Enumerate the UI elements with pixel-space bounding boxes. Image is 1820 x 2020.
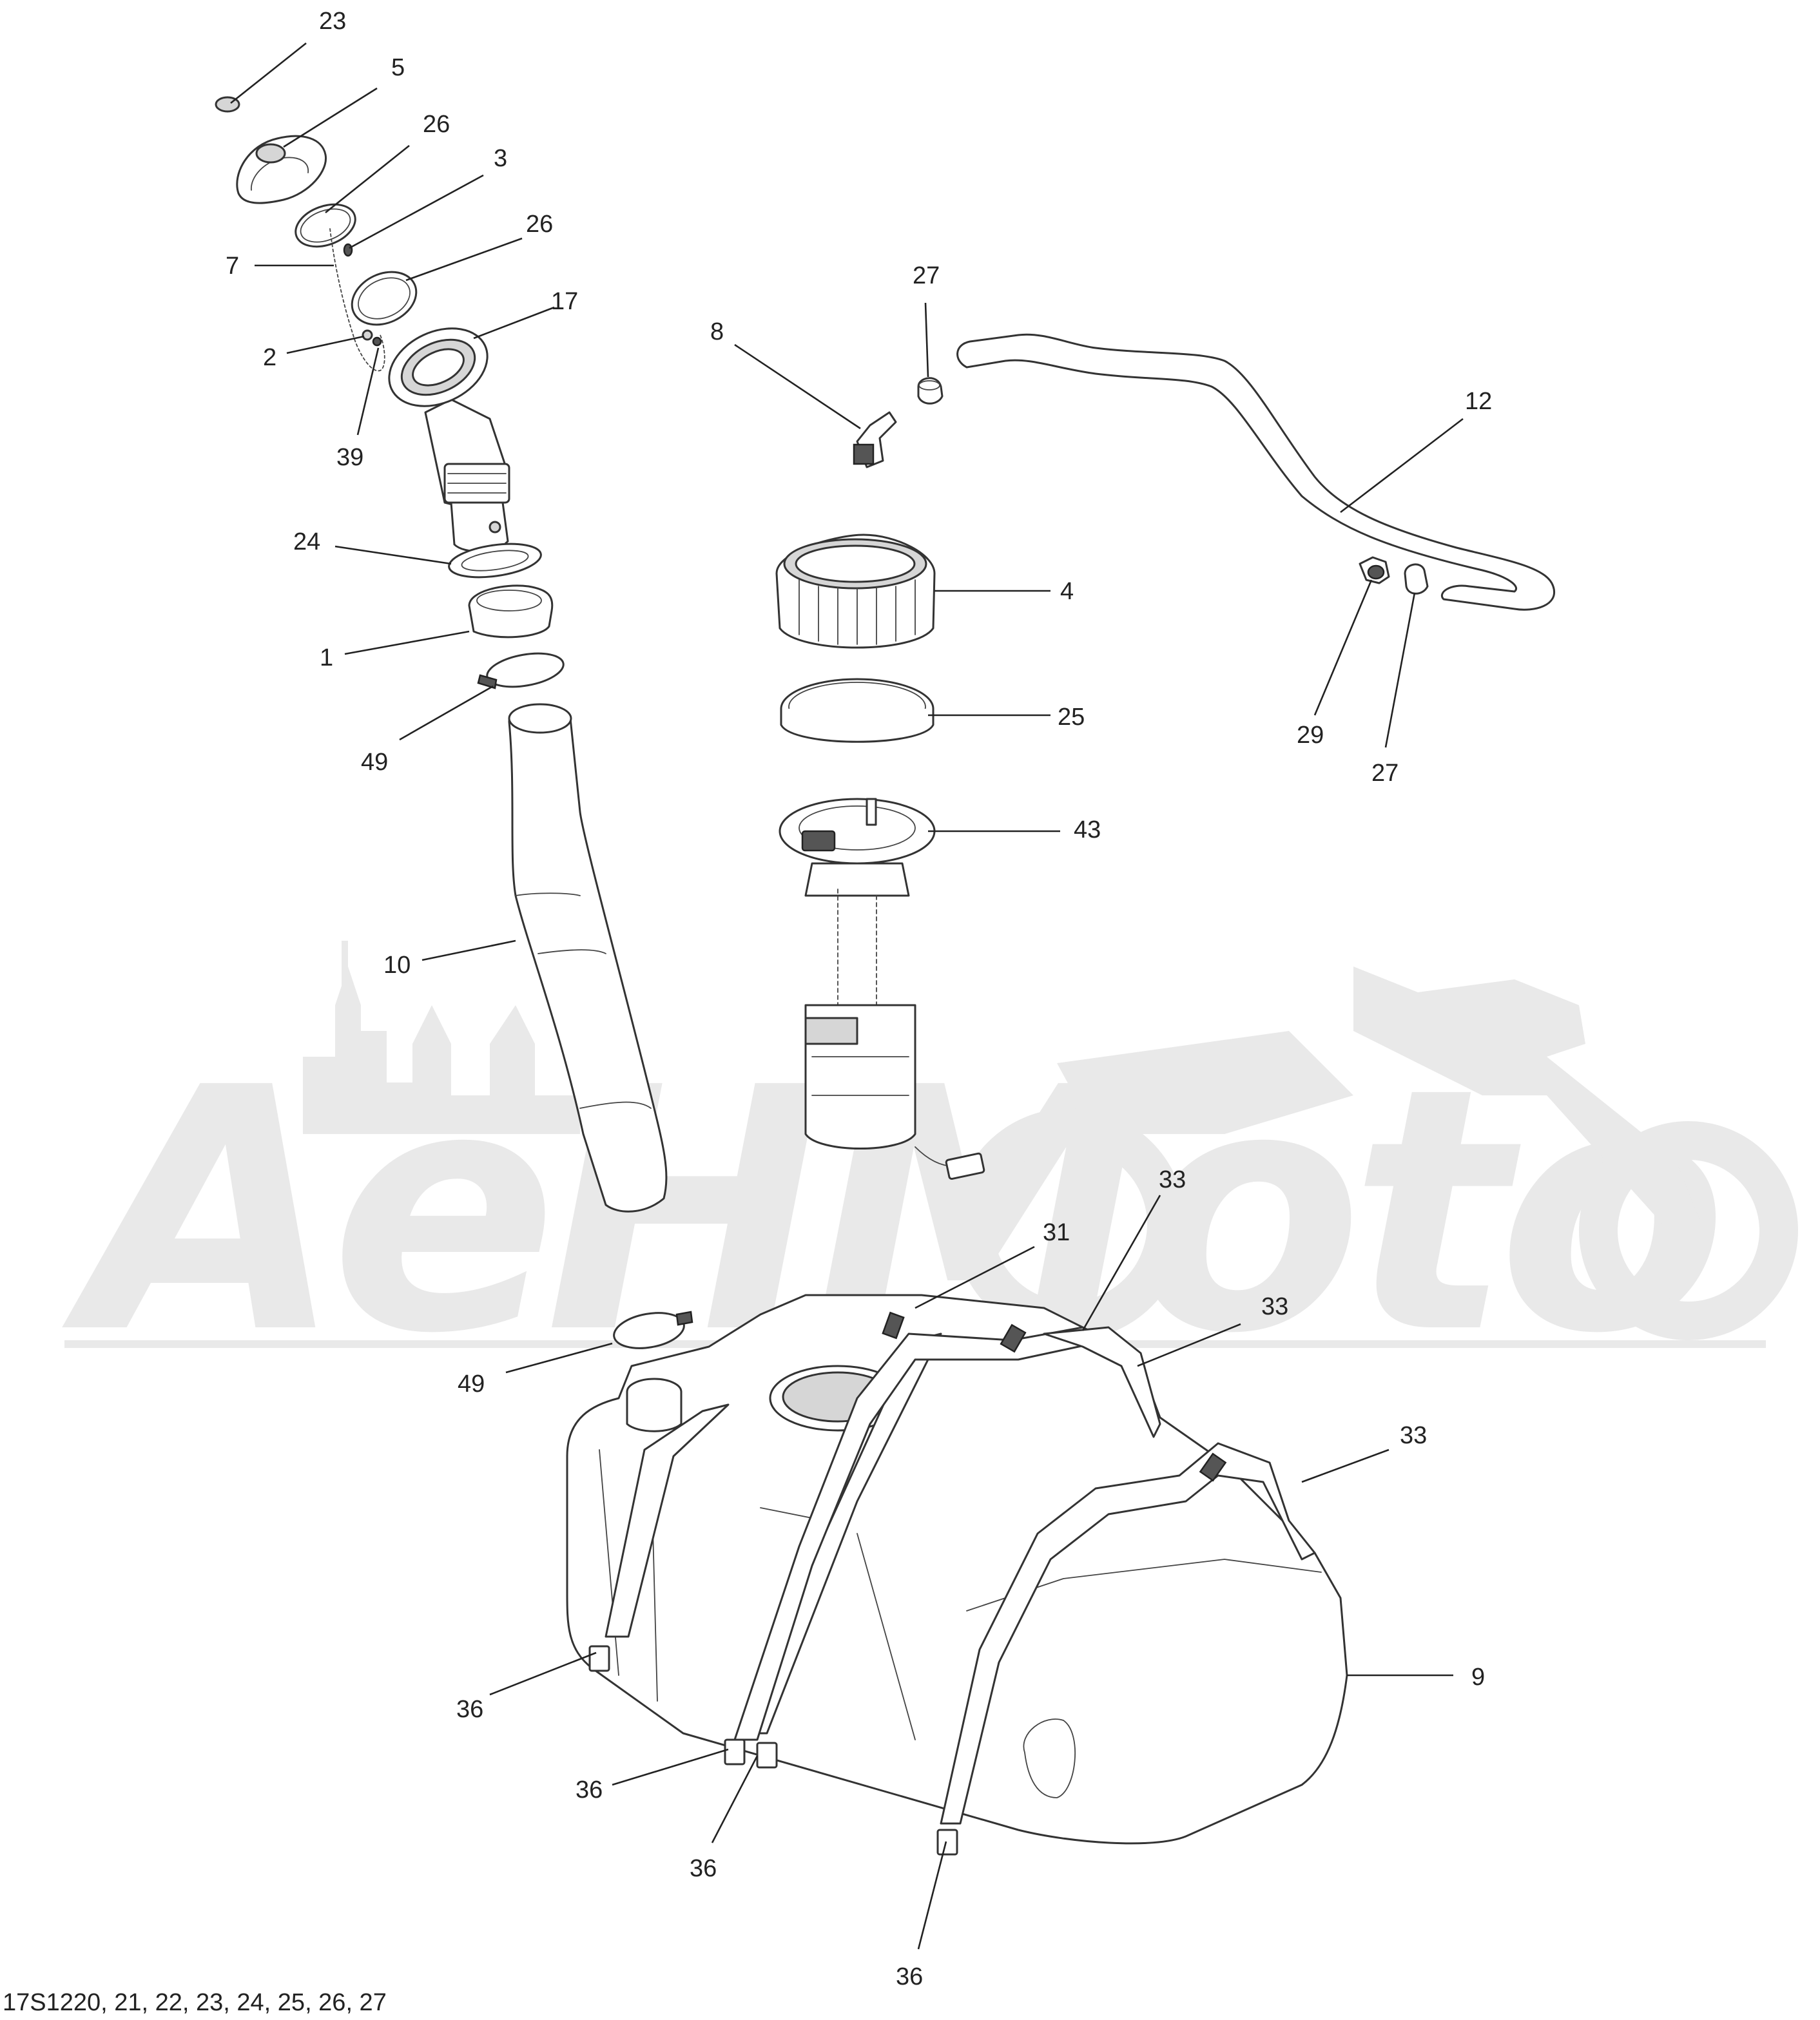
leader-27b — [1384, 592, 1416, 748]
leader-49a — [399, 685, 494, 741]
part-10-filler-hose — [508, 703, 668, 1213]
part-26-o-ring-upper — [295, 203, 356, 248]
leader-33c — [1301, 1448, 1389, 1483]
callout-9: 9 — [1471, 1664, 1485, 1691]
callout-33a: 33 — [1159, 1166, 1186, 1193]
part-5-filler-cap — [236, 135, 327, 204]
callout-43: 43 — [1074, 816, 1101, 843]
callout-36b: 36 — [576, 1776, 603, 1804]
part-27-clamp-upper — [917, 377, 944, 405]
watermark-castle-icon — [303, 967, 580, 1134]
callout-10: 10 — [383, 952, 411, 979]
diagram-reference-code: 17S1220, 21, 22, 23, 24, 25, 26, 27 — [3, 1989, 387, 2016]
callout-33c: 33 — [1400, 1422, 1427, 1449]
leader-23 — [230, 42, 307, 104]
leader-27a — [924, 302, 929, 378]
part-12-vent-hose — [956, 333, 1556, 611]
callout-27a: 27 — [913, 262, 940, 289]
leader-17 — [473, 306, 555, 340]
part-39-bolt — [372, 336, 382, 347]
callout-39: 39 — [336, 444, 363, 471]
callout-1: 1 — [320, 644, 333, 671]
leader-1 — [344, 630, 470, 655]
callout-12: 12 — [1465, 388, 1492, 415]
callout-36d: 36 — [896, 1963, 923, 1990]
watermark-spire — [342, 941, 348, 999]
part-9-fuel-tank — [566, 1294, 1348, 1856]
leader-36a — [489, 1651, 597, 1696]
leader-12 — [1340, 418, 1464, 514]
leader-8 — [734, 343, 861, 430]
part-26-o-ring-lower — [351, 271, 418, 326]
part-49-hose-clamp-upper — [477, 652, 565, 689]
callout-29: 29 — [1297, 722, 1324, 749]
part-25-pump-seal — [780, 678, 934, 743]
part-27-clamp-lower — [1404, 563, 1429, 595]
leader-36d — [917, 1841, 947, 1950]
leader-29 — [1313, 579, 1373, 716]
part-17-filler-neck — [388, 327, 510, 553]
part-49-hose-clamp-lower — [613, 1311, 693, 1349]
callout-17: 17 — [551, 288, 578, 315]
leader-24 — [334, 545, 452, 565]
callout-24: 24 — [293, 528, 320, 555]
callout-26a: 26 — [423, 111, 450, 138]
leader-26a — [325, 144, 410, 214]
leader-5 — [283, 87, 378, 148]
part-24-gasket — [448, 543, 542, 579]
leader-33b — [1137, 1323, 1241, 1367]
callout-49b: 49 — [458, 1371, 485, 1398]
part-4-lock-ring — [775, 534, 936, 649]
callout-26b: 26 — [526, 211, 553, 238]
callout-8: 8 — [710, 318, 724, 345]
callout-23: 23 — [319, 8, 346, 35]
callout-4: 4 — [1060, 578, 1074, 605]
part-2-screw — [362, 329, 373, 341]
part-43-fuel-pump-module — [779, 798, 985, 1180]
leader-49b — [505, 1342, 613, 1374]
leader-3 — [349, 174, 484, 249]
part-3-pin — [343, 243, 353, 257]
leader-10 — [421, 939, 516, 961]
callout-36a: 36 — [456, 1696, 483, 1723]
callout-49a: 49 — [361, 749, 388, 776]
part-1-nut — [468, 584, 554, 639]
callout-25: 25 — [1058, 704, 1085, 731]
part-8-elbow-fitting — [853, 411, 897, 468]
leader-39 — [356, 347, 380, 436]
callout-3: 3 — [494, 145, 507, 172]
part-7-tether-chain — [329, 228, 385, 372]
parts — [215, 96, 1556, 1856]
callout-31: 31 — [1043, 1219, 1070, 1246]
callout-33b: 33 — [1261, 1293, 1288, 1320]
leader-33a — [1081, 1195, 1161, 1331]
callout-36c: 36 — [690, 1855, 717, 1882]
callout-labels: 23 5 26 3 26 7 17 2 39 24 1 49 10 27 8 1… — [226, 8, 1492, 1990]
leader-36b — [612, 1748, 729, 1786]
leader-lines — [230, 42, 1464, 1950]
callout-7: 7 — [226, 253, 239, 280]
leader-31 — [915, 1246, 1035, 1309]
callout-27b: 27 — [1371, 760, 1399, 787]
callout-2: 2 — [263, 344, 276, 371]
part-29-vent-valve — [1359, 556, 1390, 584]
leader-26b — [405, 237, 523, 282]
callout-5: 5 — [391, 54, 405, 81]
leader-36c — [711, 1755, 759, 1843]
leader-2 — [286, 335, 365, 354]
